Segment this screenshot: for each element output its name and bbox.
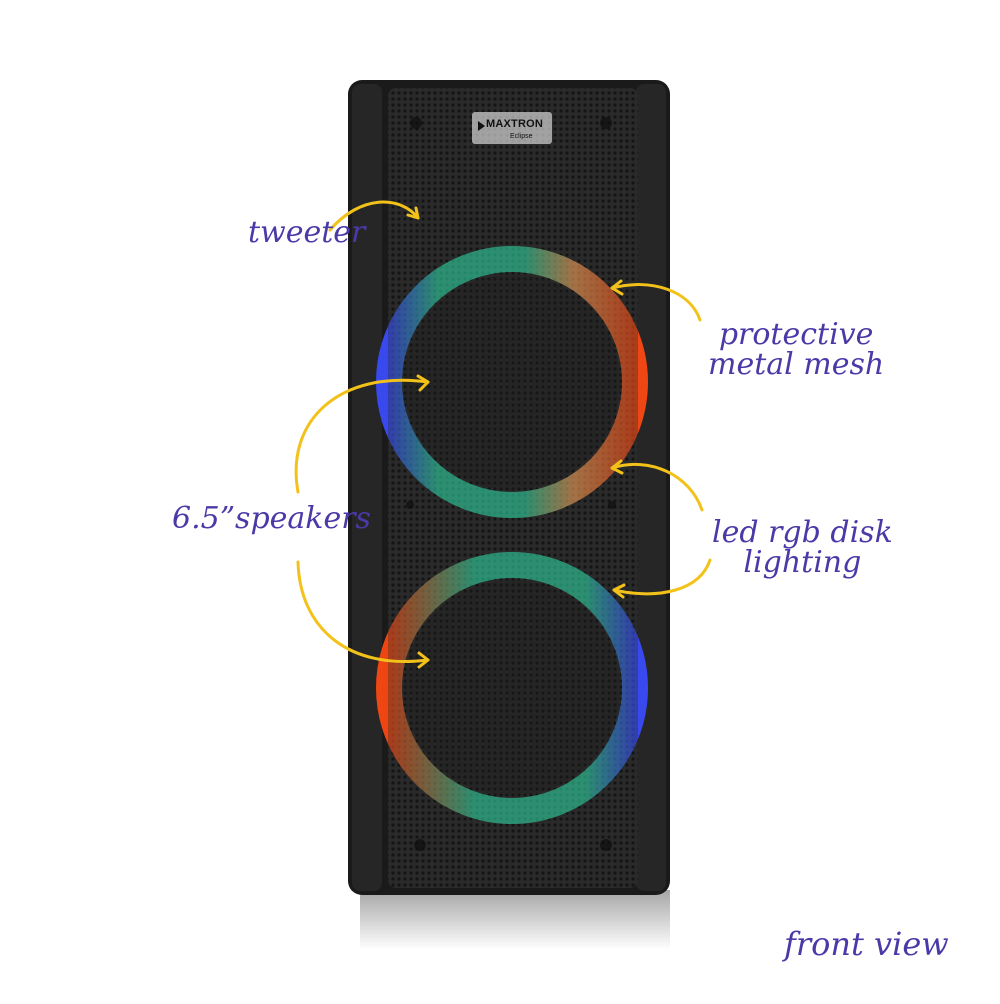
arrow-speakers-top [294,378,430,494]
label-speakers: 6.5”speakers [172,501,371,536]
arrow-tweeter [328,200,420,232]
brand-play-icon [478,121,485,131]
arrow-speakers-bottom [296,560,430,663]
label-led-lighting: led rgb disk lighting [712,518,893,578]
arrow-led-bottom [612,558,712,596]
label-led-line1: led rgb disk [712,515,893,550]
brand-name: MAXTRON [486,118,544,130]
arrow-mesh [610,283,702,322]
label-led-line2: lighting [743,545,862,580]
arrow-led-top [610,463,704,512]
brand-model: Eclipse [510,133,533,140]
annotation-arrows [294,200,712,669]
label-protective-mesh: protective metal mesh [708,320,884,380]
label-mesh-line1: protective [718,317,874,352]
label-front-view: front view [784,925,949,963]
label-tweeter: tweeter [248,215,366,250]
floor-reflection [360,890,670,950]
label-mesh-line2: metal mesh [708,347,885,382]
